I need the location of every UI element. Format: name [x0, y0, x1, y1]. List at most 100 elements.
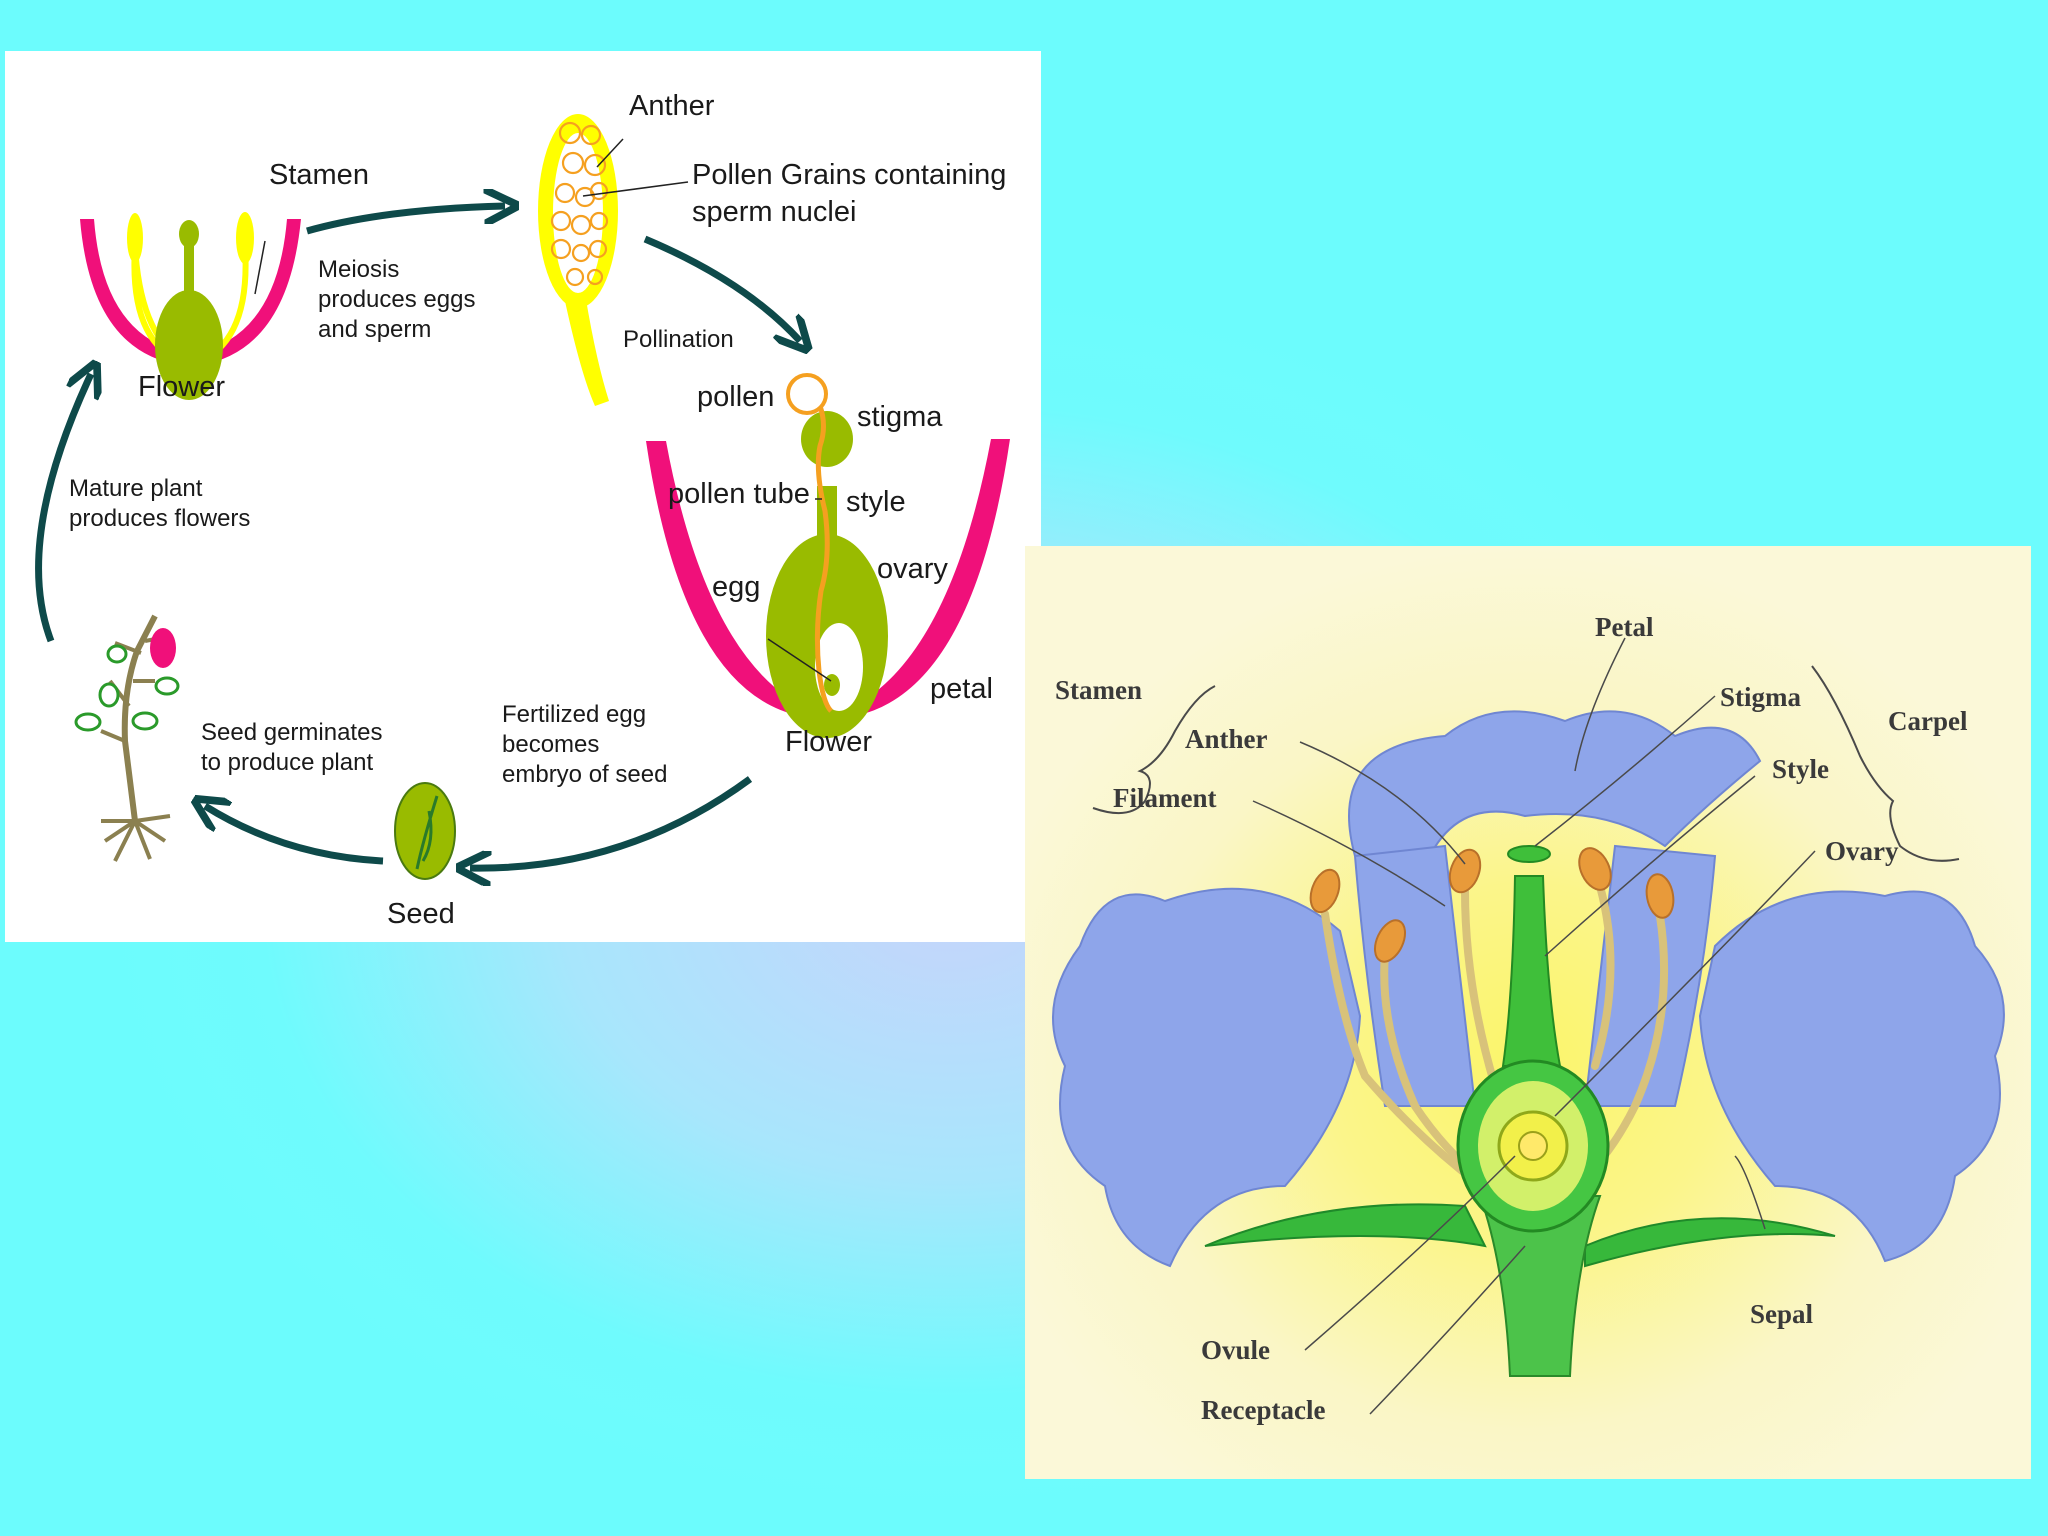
stigma-shape	[1507, 845, 1551, 863]
label-stigma: stigma	[857, 401, 943, 433]
anthers	[1309, 847, 1675, 963]
stamen-bracket	[1092, 685, 1216, 815]
label-fertilized-1: Fertilized egg	[502, 701, 646, 728]
anatomy-label-sepal: Sepal	[1750, 1299, 1814, 1329]
stamen-leader-line	[254, 240, 266, 295]
anatomy-label-ovary: Ovary	[1825, 836, 1899, 866]
leader-receptacle	[1369, 1245, 1526, 1415]
label-meiosis-1: Meiosis	[318, 256, 399, 283]
label-flower-bottom: Flower	[785, 726, 872, 758]
filament-1	[1321, 910, 1499, 1200]
life-cycle-svg: Stamen Anther Pollen Grains containing s…	[35, 90, 1010, 930]
sepal-right	[1584, 1217, 1836, 1268]
label-fertilized-2: becomes	[502, 731, 599, 758]
anatomy-label-style: Style	[1772, 754, 1829, 784]
flower-drawing-top	[80, 212, 301, 400]
anther-drawing	[538, 114, 689, 406]
label-anther: Anther	[629, 90, 715, 122]
plant-leaves	[74, 644, 180, 732]
anatomy-label-receptacle: Receptacle	[1201, 1395, 1325, 1425]
petal-left-shape	[80, 219, 185, 365]
label-stamen: Stamen	[269, 159, 369, 191]
arrow-to-seed	[470, 776, 753, 868]
anatomy-label-carpel: Carpel	[1888, 706, 1968, 736]
label-pollen: pollen	[697, 381, 774, 413]
brackets	[1092, 665, 1960, 862]
anatomy-label-stamen: Stamen	[1055, 675, 1142, 705]
label-ovary: ovary	[877, 553, 948, 585]
seed-drawing	[394, 782, 456, 880]
flower-drawing-pollination	[646, 373, 1010, 738]
label-seed: Seed	[387, 898, 455, 930]
filament-3	[1461, 887, 1499, 1090]
big-stigma	[801, 411, 853, 467]
pollen-tube-shape	[814, 405, 833, 713]
pistil-ovary	[155, 290, 223, 400]
leader-filament	[1252, 800, 1446, 907]
petal-right	[1698, 890, 2005, 1263]
label-germinates-1: Seed germinates	[201, 719, 382, 746]
stamen-left-anther	[127, 213, 143, 263]
pollen-leader-line	[582, 181, 689, 197]
egg-leader	[767, 638, 832, 682]
arrow-pollination	[643, 235, 800, 341]
receptacle-shape	[1478, 1195, 1602, 1377]
anatomy-label-ovule: Ovule	[1201, 1335, 1270, 1365]
big-petal-left	[646, 441, 811, 716]
plant-stem	[121, 614, 158, 822]
sepals	[1204, 1203, 1836, 1268]
filaments	[1321, 872, 1669, 1200]
carpel-bracket	[1811, 665, 1960, 862]
label-style: style	[846, 486, 906, 518]
label-mature-1: Mature plant	[69, 475, 203, 502]
label-pollen-grains-2: sperm nuclei	[692, 196, 856, 228]
plant-bud	[150, 628, 176, 668]
cycle-arrows	[35, 206, 800, 868]
label-pollination: Pollination	[623, 326, 734, 353]
pistil-style	[184, 241, 194, 301]
arrow-flower-to-anther	[306, 206, 505, 235]
seed-shape	[394, 782, 456, 880]
arrow-to-flower	[35, 374, 91, 643]
plant-branches	[100, 634, 172, 743]
label-flower-top: Flower	[138, 371, 225, 403]
flower-anatomy-diagram: Petal Stamen Stigma Carpel Anther Style …	[1025, 546, 2031, 1479]
ovule-core	[1518, 1131, 1548, 1161]
petal-back	[1348, 710, 1762, 868]
leader-ovary	[1554, 850, 1816, 1117]
big-petal-right	[845, 439, 1010, 716]
life-cycle-diagram: Stamen Anther Pollen Grains containing s…	[5, 51, 1041, 942]
leader-stigma	[1534, 695, 1716, 847]
label-mature-2: produces flowers	[69, 505, 250, 532]
label-pollen-grains-1: Pollen Grains containing	[692, 159, 1006, 191]
anther-leader-line	[596, 138, 624, 168]
pistil-stigma	[179, 220, 199, 248]
petal-inner-left	[1353, 844, 1477, 1107]
style-shape	[1501, 875, 1562, 1067]
arrow-to-plant	[205, 806, 384, 865]
anatomy-label-anther: Anther	[1185, 724, 1268, 754]
leader-ovule	[1304, 1155, 1516, 1351]
leader-style	[1544, 775, 1756, 957]
sepal-left	[1204, 1203, 1487, 1248]
pistil-anatomy	[1456, 845, 1610, 1233]
anatomy-label-filament: Filament	[1113, 783, 1216, 813]
anatomy-label-stigma: Stigma	[1720, 682, 1802, 712]
label-fertilized-3: embryo of seed	[502, 761, 667, 788]
leader-sepal	[1734, 1155, 1766, 1230]
young-plant-drawing	[74, 614, 180, 862]
petal-inner-right	[1583, 844, 1717, 1107]
anatomy-label-petal: Petal	[1595, 612, 1654, 642]
leader-lines	[1252, 637, 1816, 1415]
label-pollen-tube: pollen tube	[668, 478, 810, 510]
label-egg: egg	[712, 571, 760, 603]
seed-embryo	[415, 795, 439, 870]
pollen-grains	[550, 121, 609, 287]
flower-anatomy-svg: Petal Stamen Stigma Carpel Anther Style …	[1052, 612, 2005, 1425]
label-meiosis-3: and sperm	[318, 316, 431, 343]
label-petal: petal	[930, 673, 993, 705]
label-meiosis-2: produces eggs	[318, 286, 475, 313]
filament-4	[1591, 872, 1615, 1070]
pollen-grain-shape	[786, 373, 828, 415]
